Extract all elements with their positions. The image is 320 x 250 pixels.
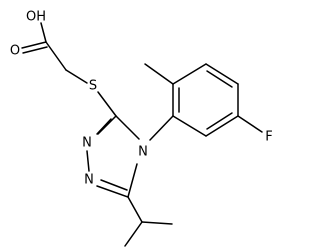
atom-carbonyl-oxygen: O [10, 44, 20, 59]
bond-n2-n1 [86, 150, 90, 172]
bonds [21, 22, 263, 247]
bond-ar5-ar6-inner [206, 112, 233, 130]
atom-n1: N [84, 173, 94, 188]
bond-ar2-methyl [144, 63, 174, 85]
bond-ch2-s [65, 69, 88, 84]
bond-n1-c5 [96, 185, 129, 198]
atom-labels: OH O S N N N F [10, 10, 273, 188]
bond-ar2-ar3 [172, 63, 207, 85]
bond-c-ch2 [45, 41, 67, 71]
atom-sulfur: S [89, 79, 97, 94]
bond-ar5-ar6 [205, 115, 239, 137]
structure-canvas: OH O S N N N F [10, 10, 273, 247]
bond-oh-c [40, 22, 47, 43]
bond-n4-aryl [149, 115, 174, 141]
atom-n4: N [138, 145, 148, 160]
molecule-diagram: OH O S N N N F [10, 10, 273, 247]
bond-c5-n4 [127, 163, 138, 198]
bond-ar6-ar1 [172, 115, 207, 137]
atom-n2: N [82, 136, 92, 151]
bond-c3-n2-double [96, 118, 112, 135]
bond-c5-ch [127, 196, 143, 223]
bond-ch-me1 [124, 221, 143, 247]
bond-n1-c5-double [100, 179, 128, 191]
atom-fluorine: F [265, 130, 272, 145]
bond-ch-me2 [141, 221, 173, 225]
bond-ar3-ar4 [205, 63, 239, 85]
atom-hydroxyl: OH [26, 10, 46, 25]
bond-s-c3 [97, 91, 117, 117]
bond-c3-n2 [97, 115, 117, 135]
bond-ar5-f [237, 115, 263, 133]
bond-c3-n4 [115, 115, 140, 140]
bond-ar3-ar4-inner [206, 70, 233, 88]
bond-c-o-double-2 [22, 46, 48, 54]
bond-c-o-double-1 [21, 41, 47, 49]
